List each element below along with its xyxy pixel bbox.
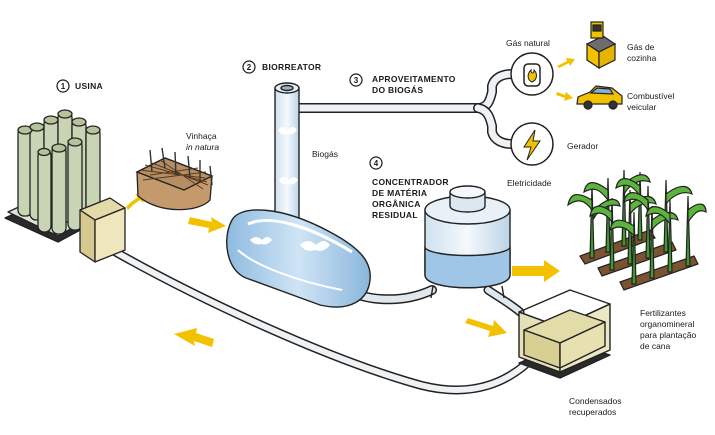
lightning-icon: [510, 122, 554, 166]
gas-natural-label: Gás natural: [506, 38, 550, 48]
condensados-label-line2: recuperados: [569, 407, 616, 417]
step-2-label: BIORREATOR: [262, 62, 321, 72]
arrow-vinasse-to-reactor: [188, 217, 226, 233]
gas-cozinha-label-line2: cozinha: [627, 53, 657, 63]
arrow-to-gas-stove: [557, 58, 575, 68]
step-1-number: 1: [61, 82, 66, 91]
gas-cozinha-label-line1: Gás de: [627, 42, 655, 52]
bioreactor: [226, 82, 371, 308]
sugarcane-field: [567, 169, 707, 291]
combustivel-label-line2: veicular: [627, 102, 656, 112]
car-icon: [576, 85, 623, 110]
eletricidade-label: Eletricidade: [507, 178, 552, 188]
flame-icon: [510, 52, 554, 96]
step-3-number: 3: [354, 76, 359, 85]
step-4-label-line4: RESIDUAL: [372, 210, 418, 220]
fertilizantes-label-line2: organomineral: [640, 319, 694, 329]
step-4-number: 4: [374, 159, 379, 168]
arrow-concentrator-to-box: [465, 318, 507, 337]
step-4-label-line1: CONCENTRADOR: [372, 177, 449, 187]
step-1-label: USINA: [75, 81, 103, 91]
in-natura-label: in natura: [186, 142, 219, 152]
vinasse-pool: [135, 147, 214, 211]
step-2: 2 BIORREATOR: [242, 60, 321, 74]
text-labels: Vinhaça in natura Biogás Gás natural Gás…: [186, 38, 697, 417]
fertilizantes-label-line4: de cana: [640, 341, 671, 351]
flow-arrows: [126, 58, 575, 347]
step-4-label-line3: ORGÂNICA: [372, 198, 421, 209]
biogas-label: Biogás: [312, 149, 338, 159]
step-3-label-line1: APROVEITAMENTO: [372, 74, 456, 84]
fertilizantes-label-line3: para plantação: [640, 330, 697, 340]
arrow-return-to-mill: [174, 328, 214, 347]
fertilizantes-label-line1: Fertilizantes: [640, 308, 686, 318]
gerador-label: Gerador: [567, 141, 598, 151]
arrow-to-car: [556, 92, 573, 101]
gas-stove-icon: [585, 21, 617, 70]
condensados-label-line1: Condensados: [569, 396, 621, 406]
combustivel-label-line1: Combustível: [627, 91, 674, 101]
step-3-label-line2: DO BIOGÁS: [372, 85, 423, 95]
step-4: 4 CONCENTRADOR DE MATÉRIA ORGÂNICA RESID…: [369, 156, 449, 220]
vinhaca-label: Vinhaça: [186, 131, 217, 141]
sugar-mill: [4, 109, 126, 263]
condensate-box: [518, 289, 611, 379]
step-3: 3 APROVEITAMENTO DO BIOGÁS: [349, 73, 456, 95]
step-2-number: 2: [247, 63, 252, 72]
step-4-label-line2: DE MATÉRIA: [372, 188, 427, 198]
organic-matter-concentrator: [424, 185, 511, 299]
arrow-concentrator-to-field: [512, 260, 560, 282]
step-1: 1 USINA: [56, 79, 103, 93]
